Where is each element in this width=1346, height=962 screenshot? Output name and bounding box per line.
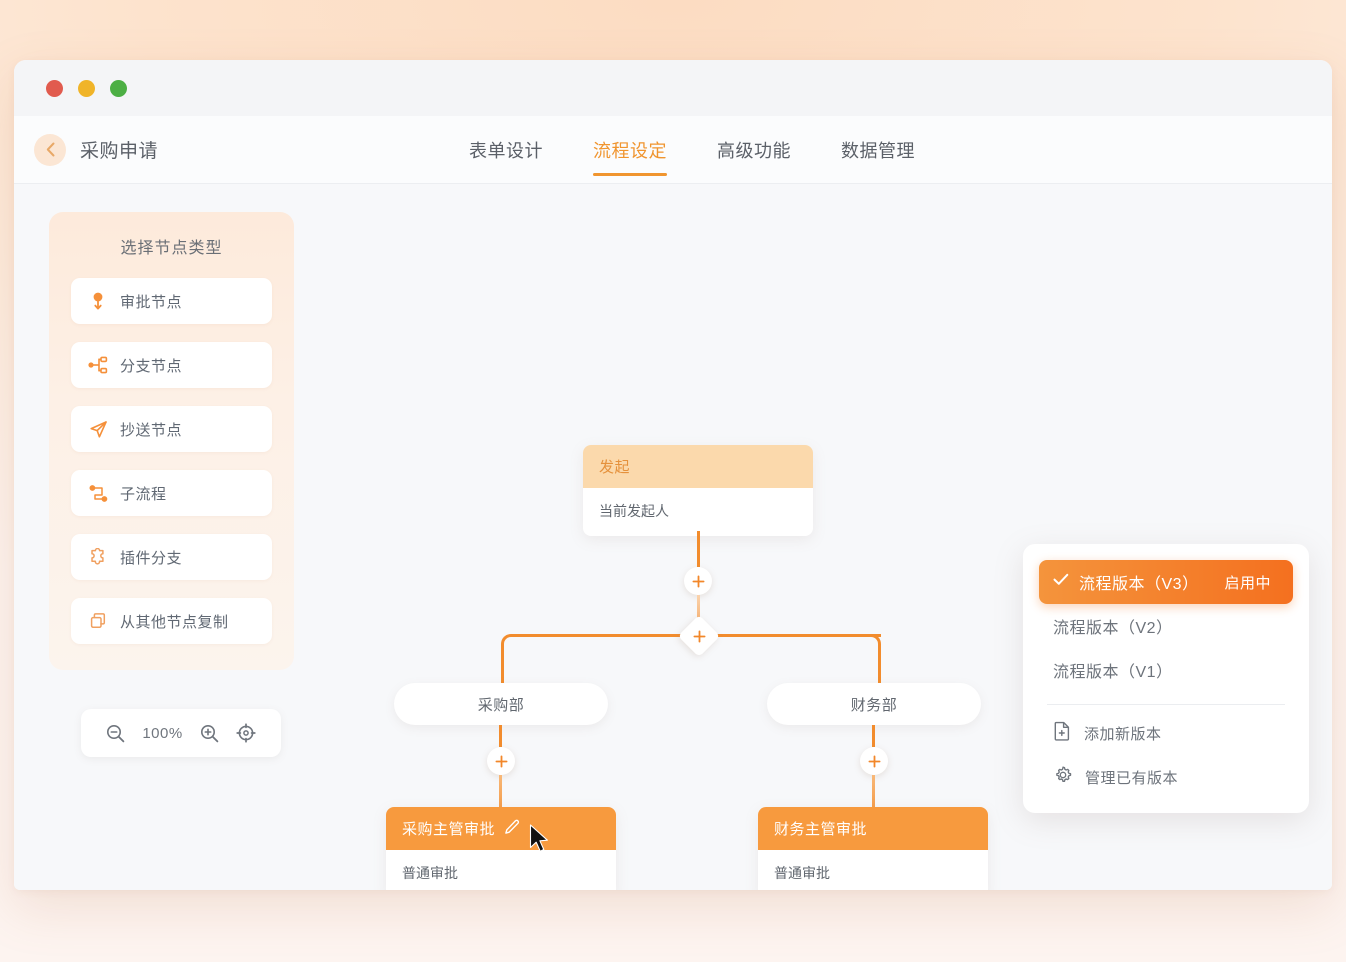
minimize-window-button[interactable] bbox=[78, 79, 95, 97]
add-new-version-label: 添加新版本 bbox=[1084, 725, 1162, 743]
pencil-edit-icon[interactable] bbox=[504, 819, 520, 839]
breadcrumb: 采购申请 bbox=[14, 133, 159, 166]
tab-data-manage[interactable]: 数据管理 bbox=[841, 141, 915, 161]
add-node-button[interactable] bbox=[684, 567, 712, 595]
palette-item-branch-node[interactable]: 分支节点 bbox=[71, 342, 272, 388]
approval-node-header: 采购主管审批 bbox=[386, 807, 616, 850]
flow-node-condition-finance[interactable]: 财务部 bbox=[767, 683, 981, 725]
approval-node-type: 普通审批 bbox=[402, 865, 458, 881]
approval-node-type: 普通审批 bbox=[774, 865, 830, 881]
manage-versions-button[interactable]: 管理已有版本 bbox=[1039, 755, 1293, 799]
chevron-left-icon bbox=[46, 142, 55, 157]
add-node-left-branch[interactable] bbox=[487, 747, 515, 775]
file-plus-icon bbox=[1053, 721, 1072, 745]
app-window: 采购申请 表单设计 流程设定 高级功能 数据管理 选择节点类型 审批节点 bbox=[14, 60, 1332, 890]
palette-title: 选择节点类型 bbox=[120, 240, 223, 257]
branch-corner-right bbox=[859, 634, 881, 656]
version-label: 流程版本（V3） bbox=[1079, 576, 1199, 593]
palette-item-label: 子流程 bbox=[120, 485, 167, 503]
branch-bus-right bbox=[697, 634, 881, 637]
palette-item-label: 抄送节点 bbox=[120, 421, 183, 439]
menu-divider bbox=[1047, 704, 1285, 705]
connector-right-add-to-approval bbox=[872, 775, 875, 809]
approval-node-header: 财务主管审批 bbox=[758, 807, 988, 850]
manage-versions-label: 管理已有版本 bbox=[1085, 769, 1179, 787]
version-item-v1[interactable]: 流程版本（V1） bbox=[1053, 664, 1173, 681]
approval-pin-icon bbox=[88, 291, 108, 311]
gear-icon bbox=[1053, 765, 1073, 789]
zoom-in-icon[interactable] bbox=[200, 724, 219, 743]
branch-node-icon bbox=[88, 355, 108, 375]
palette-item-cc-node[interactable]: 抄送节点 bbox=[71, 406, 272, 452]
version-item-v3[interactable]: 流程版本（V3） 启用中 bbox=[1039, 560, 1293, 604]
puzzle-piece-icon bbox=[88, 547, 108, 567]
back-button[interactable] bbox=[34, 133, 66, 166]
copy-icon bbox=[88, 611, 108, 631]
palette-item-copy-from-node[interactable]: 从其他节点复制 bbox=[71, 598, 272, 644]
palette-item-label: 插件分支 bbox=[120, 549, 183, 567]
branch-drop-left bbox=[501, 655, 504, 685]
approval-node-title: 采购主管审批 bbox=[402, 821, 496, 838]
add-node-right-branch[interactable] bbox=[860, 747, 888, 775]
tab-advanced[interactable]: 高级功能 bbox=[717, 141, 791, 161]
editor-content: 选择节点类型 审批节点 bbox=[14, 184, 1332, 890]
version-item-v2[interactable]: 流程版本（V2） bbox=[1053, 620, 1173, 637]
zoom-control: 100% bbox=[81, 709, 281, 757]
tab-process-setup[interactable]: 流程设定 bbox=[568, 116, 692, 184]
flow-node-start[interactable]: 发起 当前发起人 bbox=[583, 445, 813, 536]
zoom-out-icon[interactable] bbox=[106, 724, 125, 743]
flow-canvas: 发起 当前发起人 bbox=[14, 184, 1332, 890]
palette-item-plugin-branch[interactable]: 插件分支 bbox=[71, 534, 272, 580]
main-tabs: 表单设计 流程设定 高级功能 数据管理 bbox=[444, 116, 940, 184]
sub-process-icon bbox=[88, 483, 108, 503]
branch-corner-left bbox=[501, 634, 523, 656]
palette-item-label: 分支节点 bbox=[120, 357, 183, 375]
maximize-window-button[interactable] bbox=[110, 79, 127, 97]
flow-node-approval-purchasing-manager[interactable]: 采购主管审批 普通审批 bbox=[386, 807, 616, 890]
flow-node-approval-finance-manager[interactable]: 财务主管审批 普通审批 bbox=[758, 807, 988, 890]
send-paper-plane-icon bbox=[88, 419, 108, 439]
version-dropdown-menu: 流程版本（V3） 启用中 流程版本（V2） 流程版本（V1） 添加新版本 bbox=[1023, 544, 1309, 813]
start-node-header: 发起 bbox=[583, 445, 813, 488]
start-node-body: 当前发起人 bbox=[599, 503, 669, 519]
palette-item-sub-process[interactable]: 子流程 bbox=[71, 470, 272, 516]
connector-add-to-branch bbox=[697, 595, 700, 626]
check-icon bbox=[1053, 573, 1069, 591]
fit-to-screen-icon[interactable] bbox=[236, 723, 256, 743]
zoom-level-value: 100% bbox=[142, 724, 183, 742]
add-branch-button[interactable] bbox=[677, 614, 721, 658]
tab-form-design[interactable]: 表单设计 bbox=[469, 141, 543, 161]
node-type-palette: 选择节点类型 审批节点 bbox=[49, 212, 294, 670]
connector-start-to-add bbox=[697, 531, 700, 567]
flow-node-condition-purchasing[interactable]: 采购部 bbox=[394, 683, 608, 725]
branch-drop-right bbox=[878, 655, 881, 685]
palette-item-approval-node[interactable]: 审批节点 bbox=[71, 278, 272, 324]
page-title: 采购申请 bbox=[80, 141, 159, 162]
connector-left-pill-to-add bbox=[499, 725, 502, 747]
palette-item-label: 审批节点 bbox=[120, 293, 183, 311]
status-badge: 启用中 bbox=[1224, 574, 1271, 592]
add-new-version-button[interactable]: 添加新版本 bbox=[1039, 711, 1293, 755]
window-titlebar bbox=[14, 60, 1332, 116]
connector-right-pill-to-add bbox=[872, 725, 875, 747]
close-window-button[interactable] bbox=[46, 79, 63, 97]
branch-bus-left bbox=[512, 634, 697, 637]
approval-node-title: 财务主管审批 bbox=[774, 821, 868, 838]
app-header: 采购申请 表单设计 流程设定 高级功能 数据管理 bbox=[14, 116, 1332, 184]
traffic-light-buttons bbox=[46, 79, 127, 97]
palette-item-label: 从其他节点复制 bbox=[120, 613, 229, 631]
plus-glyph-icon bbox=[684, 621, 714, 651]
connector-left-add-to-approval bbox=[499, 775, 502, 809]
